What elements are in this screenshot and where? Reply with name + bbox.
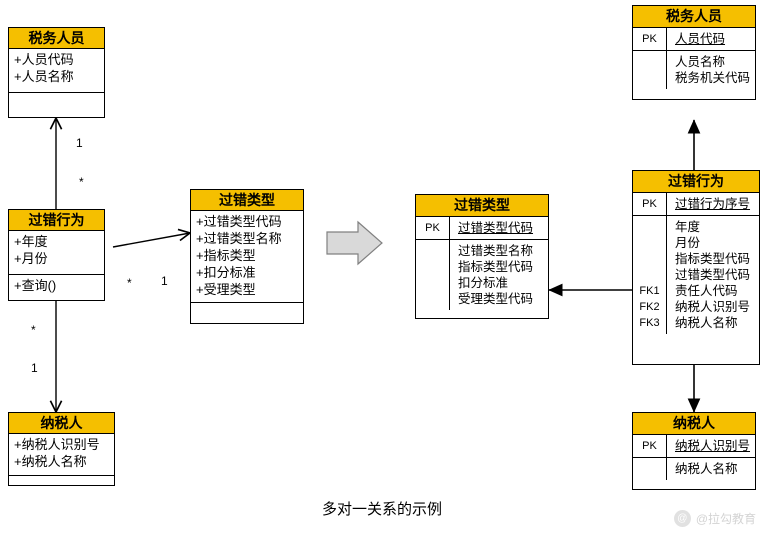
uml-class-tax-staff[interactable]: 税务人员 +人员代码 +人员名称	[8, 27, 105, 118]
multiplicity-staff-behavior-1: 1	[76, 136, 83, 150]
er-pk-fields: 过错行为序号	[667, 193, 759, 215]
fk-label-row: FK1	[639, 285, 660, 297]
field-row: 过错行为序号	[675, 197, 751, 211]
attribute-row: +纳税人名称	[14, 454, 87, 469]
uml-class-attributes: +纳税人识别号 +纳税人名称	[9, 434, 114, 476]
field-row: 纳税人名称	[675, 316, 738, 330]
field-row: 纳税人识别号	[675, 439, 751, 453]
uml-class-operations: +查询()	[9, 275, 104, 296]
uml-class-fault-type[interactable]: 过错类型 +过错类型代码 +过错类型名称 +指标类型 +扣分标准 +受理类型	[190, 189, 304, 324]
fk-label-row	[633, 219, 666, 235]
er-pk-fields: 纳税人识别号	[667, 435, 756, 457]
er-fields: 人员名称 税务机关代码	[667, 51, 756, 89]
field-row: 指标类型代码	[675, 252, 751, 266]
er-fk-labels: FK1 FK2 FK3	[633, 216, 667, 334]
fk-label-row: FK2	[639, 301, 660, 313]
er-table-title: 过错行为	[633, 171, 759, 193]
er-table-title: 纳税人	[633, 413, 755, 435]
attribute-row: +指标类型	[196, 248, 256, 263]
field-row: 年度	[675, 220, 701, 234]
attribute-row: +过错类型名称	[196, 231, 282, 246]
field-row: 过错类型代码	[675, 268, 751, 282]
attribute-row: +月份	[14, 251, 48, 266]
watermark-icon: @	[673, 510, 691, 527]
uml-class-title: 纳税人	[9, 413, 114, 434]
er-fields: 纳税人名称	[667, 458, 755, 480]
watermark-text: @拉勾教育	[695, 512, 756, 526]
uml-class-attributes: +人员代码 +人员名称	[9, 49, 104, 93]
er-field-section: 纳税人名称	[633, 458, 755, 480]
uml-class-fault-behavior[interactable]: 过错行为 +年度 +月份 +查询()	[8, 209, 105, 301]
uml-class-title: 税务人员	[9, 28, 104, 49]
er-key-col	[416, 240, 450, 310]
uml-class-operations	[9, 476, 114, 486]
uml-class-attributes: +年度 +月份	[9, 231, 104, 275]
uml-class-attributes: +过错类型代码 +过错类型名称 +指标类型 +扣分标准 +受理类型	[191, 211, 303, 303]
field-row: 人员代码	[675, 32, 726, 46]
attribute-row: +人员代码	[14, 52, 74, 67]
field-row: 纳税人名称	[675, 462, 738, 476]
uml-class-taxpayer[interactable]: 纳税人 +纳税人识别号 +纳税人名称	[8, 412, 115, 486]
er-key-col	[633, 458, 667, 480]
field-row: 受理类型代码	[458, 292, 534, 306]
field-row: 过错类型名称	[458, 244, 534, 258]
fk-label-row	[633, 267, 666, 283]
er-fields: 过错类型名称 指标类型代码 扣分标准 受理类型代码	[450, 240, 548, 310]
uml-class-title: 过错类型	[191, 190, 303, 211]
uml-class-operations	[191, 303, 303, 307]
uml-class-operations	[9, 93, 104, 97]
er-table-title: 税务人员	[633, 6, 755, 28]
field-row: 税务机关代码	[675, 71, 751, 85]
er-table-fault-type[interactable]: 过错类型 PK 过错类型代码 过错类型名称 指标类型代码 扣分标准 受理类型代码	[415, 194, 549, 319]
attribute-row: +纳税人识别号	[14, 437, 100, 452]
diagram-caption: 多对一关系的示例	[321, 501, 442, 518]
attribute-row: +受理类型	[196, 282, 256, 297]
er-pk-fields: 人员代码	[667, 28, 755, 50]
field-row: 扣分标准	[458, 276, 509, 290]
er-field-section: FK1 FK2 FK3 年度 月份 指标类型代码 过错类型代码 责任人代码 纳税…	[633, 216, 759, 334]
fk-label-row	[633, 235, 666, 251]
multiplicity-staff-behavior-star: *	[79, 175, 84, 189]
field-row: 指标类型代码	[458, 260, 534, 274]
er-pk-fields: 过错类型代码	[450, 217, 548, 239]
er-field-section: 人员名称 税务机关代码	[633, 51, 755, 89]
field-row: 责任人代码	[675, 284, 738, 298]
attribute-row: +扣分标准	[196, 265, 256, 280]
watermark: @ @拉勾教育	[673, 510, 756, 527]
er-table-tax-staff[interactable]: 税务人员 PK 人员代码 人员名称 税务机关代码	[632, 5, 756, 100]
er-key-label: PK	[633, 435, 667, 457]
uml-class-title: 过错行为	[9, 210, 104, 231]
er-pk-section: PK 纳税人识别号	[633, 435, 755, 458]
er-pk-section: PK 过错行为序号	[633, 193, 759, 216]
operation-row: +查询()	[14, 278, 57, 293]
attribute-row: +人员名称	[14, 69, 74, 84]
attribute-row: +过错类型代码	[196, 214, 282, 229]
fk-label-row: FK3	[639, 317, 660, 329]
attribute-row: +年度	[14, 234, 48, 249]
er-fields: 年度 月份 指标类型代码 过错类型代码 责任人代码 纳税人识别号 纳税人名称	[667, 216, 759, 334]
er-field-section: 过错类型名称 指标类型代码 扣分标准 受理类型代码	[416, 240, 548, 310]
er-table-fault-behavior[interactable]: 过错行为 PK 过错行为序号 FK1 FK2 FK3 年度 月份 指标类型代码	[632, 170, 760, 365]
er-pk-section: PK 人员代码	[633, 28, 755, 51]
multiplicity-behavior-taxpayer-star: *	[31, 323, 36, 337]
er-key-label: PK	[633, 28, 667, 50]
er-table-taxpayer[interactable]: 纳税人 PK 纳税人识别号 纳税人名称	[632, 412, 756, 490]
field-row: 月份	[675, 236, 701, 250]
er-key-col	[633, 51, 667, 89]
multiplicity-behavior-type-1: 1	[161, 274, 168, 288]
er-key-label: PK	[416, 217, 450, 239]
er-key-label: PK	[633, 193, 667, 215]
field-row: 人员名称	[675, 55, 726, 69]
multiplicity-behavior-taxpayer-1: 1	[31, 361, 38, 375]
er-table-title: 过错类型	[416, 195, 548, 217]
er-pk-section: PK 过错类型代码	[416, 217, 548, 240]
multiplicity-behavior-type-star: *	[127, 276, 132, 290]
field-row: 过错类型代码	[458, 221, 534, 235]
field-row: 纳税人识别号	[675, 300, 751, 314]
fk-label-row	[633, 251, 666, 267]
